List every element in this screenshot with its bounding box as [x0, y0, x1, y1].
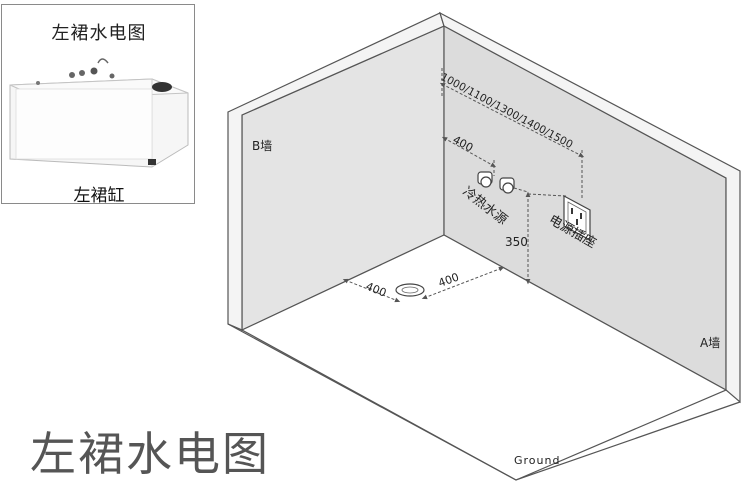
dim-line-valve [441, 136, 497, 168]
dim-line-drain-b [342, 278, 401, 303]
power-outlet-icon [563, 194, 591, 242]
dim-line-drain-a [421, 266, 505, 300]
dim-line-top [439, 82, 585, 158]
bathtub-illustration [9, 58, 189, 168]
wall-a-label: A墙 [700, 336, 720, 350]
floor-edge [227, 323, 741, 481]
inset-caption: 左裙缸 [73, 186, 125, 206]
inset-title: 左裙水电图 [51, 23, 147, 44]
drain-icon [395, 283, 425, 297]
ground-label: Ground [514, 454, 560, 467]
dim-height-label: 350 [505, 235, 528, 249]
page-title: 左裙水电图 [30, 427, 270, 481]
bathtub-inset: 左裙水电图 左裙缸 [1, 4, 195, 206]
wall-b-label: B墙 [252, 139, 272, 153]
cold-hot-water-valves-icon [477, 171, 529, 194]
